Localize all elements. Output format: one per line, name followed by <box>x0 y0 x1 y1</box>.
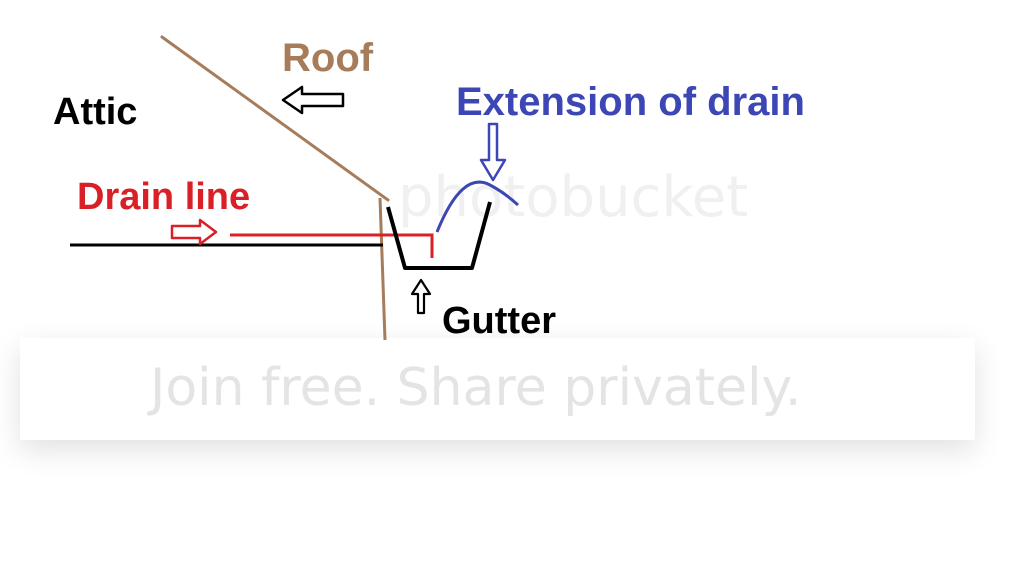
label-gutter: Gutter <box>442 300 556 342</box>
gutter-trough <box>386 201 492 270</box>
extension-arrow-icon <box>479 122 507 182</box>
watermark-banner <box>20 338 975 440</box>
watermark-tagline: Join free. Share privately. <box>150 358 802 418</box>
label-extension: Extension of drain <box>456 80 805 124</box>
label-drain-line: Drain line <box>77 176 251 218</box>
drain-arrow-icon <box>170 218 218 246</box>
extension-curve <box>435 180 520 233</box>
roof-line <box>160 35 390 202</box>
label-roof: Roof <box>282 36 374 80</box>
roof-arrow-icon <box>281 85 345 115</box>
gutter-arrow-icon <box>410 278 432 315</box>
drain-line-pipe <box>230 233 434 258</box>
label-attic: Attic <box>53 91 138 133</box>
wall-line <box>378 197 387 341</box>
